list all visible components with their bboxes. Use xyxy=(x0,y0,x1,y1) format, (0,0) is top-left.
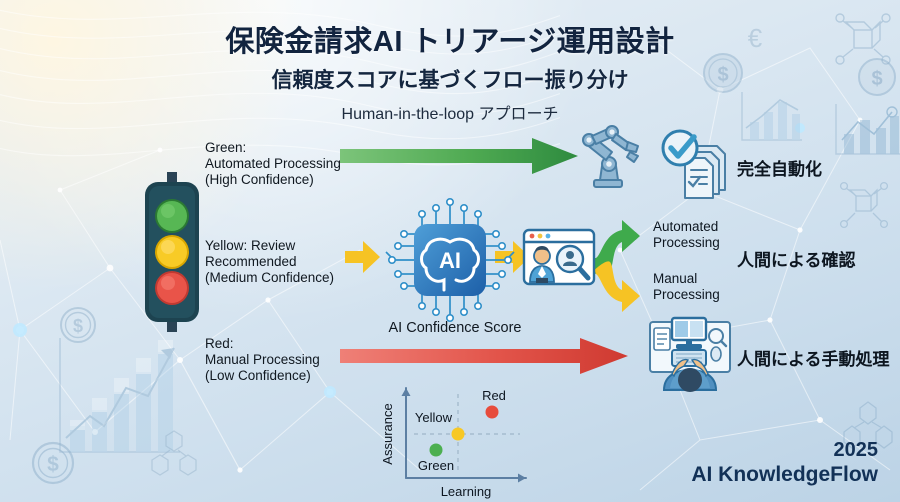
yellow-input-arrow xyxy=(345,241,380,273)
svg-text:$: $ xyxy=(717,64,728,86)
scatter-point-yellow xyxy=(451,427,465,441)
svg-text:$: $ xyxy=(73,316,83,336)
scatter-x-axis-label: Learning xyxy=(441,484,492,499)
outcome-yellow-label: 人間による確認 xyxy=(737,251,856,270)
red-flow-label: Red: Manual Processing (Low Confidence) xyxy=(205,336,320,383)
traffic-light-icon xyxy=(145,172,199,332)
scatter-point-red xyxy=(485,405,499,419)
branch-automated-label: Automated Processing xyxy=(653,219,720,250)
footer-branding: 2025 AI KnowledgeFlow xyxy=(691,438,878,488)
svg-text:AI: AI xyxy=(439,248,461,273)
scatter-y-axis-label: Assurance xyxy=(380,403,395,464)
scatter-point-green xyxy=(429,443,443,457)
approach-label: Human-in-the-loop アプローチ xyxy=(341,106,559,123)
page-subtitle: 信頼度スコアに基づくフロー振り分け xyxy=(271,69,629,92)
human-review-icon xyxy=(522,228,596,286)
check-documents-icon xyxy=(661,129,726,199)
footer-year: 2025 xyxy=(833,439,879,461)
decorative-bar-chart-top-right xyxy=(741,92,802,141)
scatter-label-red: Red xyxy=(482,388,506,403)
decorative-euro-symbol: € xyxy=(748,23,763,53)
green-flow-arrow xyxy=(340,138,578,174)
chip-caption: AI Confidence Score xyxy=(388,320,522,336)
scatter-label-green: Green xyxy=(418,458,454,473)
scatter-label-yellow: Yellow xyxy=(415,410,453,425)
chip-output-arrow xyxy=(495,241,530,273)
svg-text:$: $ xyxy=(47,453,59,476)
green-flow-label: Green: Automated Processing (High Confid… xyxy=(205,140,341,187)
decorative-cube-network-3 xyxy=(843,401,893,449)
branch-manual-label: Manual Processing xyxy=(653,271,720,302)
outcome-green-label: 完全自動化 xyxy=(737,160,822,179)
review-fork-arrows xyxy=(590,220,640,312)
svg-text:€: € xyxy=(748,23,763,53)
decorative-cube-network-1 xyxy=(835,13,891,65)
decorative-cube-network-2 xyxy=(839,181,889,229)
decorative-bar-chart-left xyxy=(59,338,180,453)
header-block: 保険金請求AI トリアージ運用設計 信頼度スコアに基づくフロー振り分け xyxy=(0,18,900,94)
yellow-flow-label: Yellow: Review Recommended (Medium Confi… xyxy=(205,238,335,285)
red-flow-arrow xyxy=(340,338,628,374)
decorative-dollar-coin-1: $ xyxy=(60,307,96,343)
decorative-dollar-coin-4: $ xyxy=(858,58,896,96)
decorative-cube-network-4 xyxy=(151,430,197,476)
outcome-red-label: 人間による手動処理 xyxy=(737,350,890,369)
decorative-bar-chart-right xyxy=(835,104,900,155)
ai-chip-icon: AI xyxy=(385,198,515,323)
page-title: 保険金請求AI トリアージ運用設計 xyxy=(225,26,675,58)
robot-arm-icon xyxy=(582,125,639,188)
assurance-learning-scatter-chart: Green Yellow Red Learning Assurance xyxy=(380,387,527,499)
decorative-dollar-coin-2: $ xyxy=(31,441,75,485)
person-at-desk-icon xyxy=(649,316,731,392)
footer-brand: AI KnowledgeFlow xyxy=(691,463,878,486)
svg-text:$: $ xyxy=(871,68,882,90)
decorative-dollar-coin-3: $ xyxy=(703,53,743,93)
